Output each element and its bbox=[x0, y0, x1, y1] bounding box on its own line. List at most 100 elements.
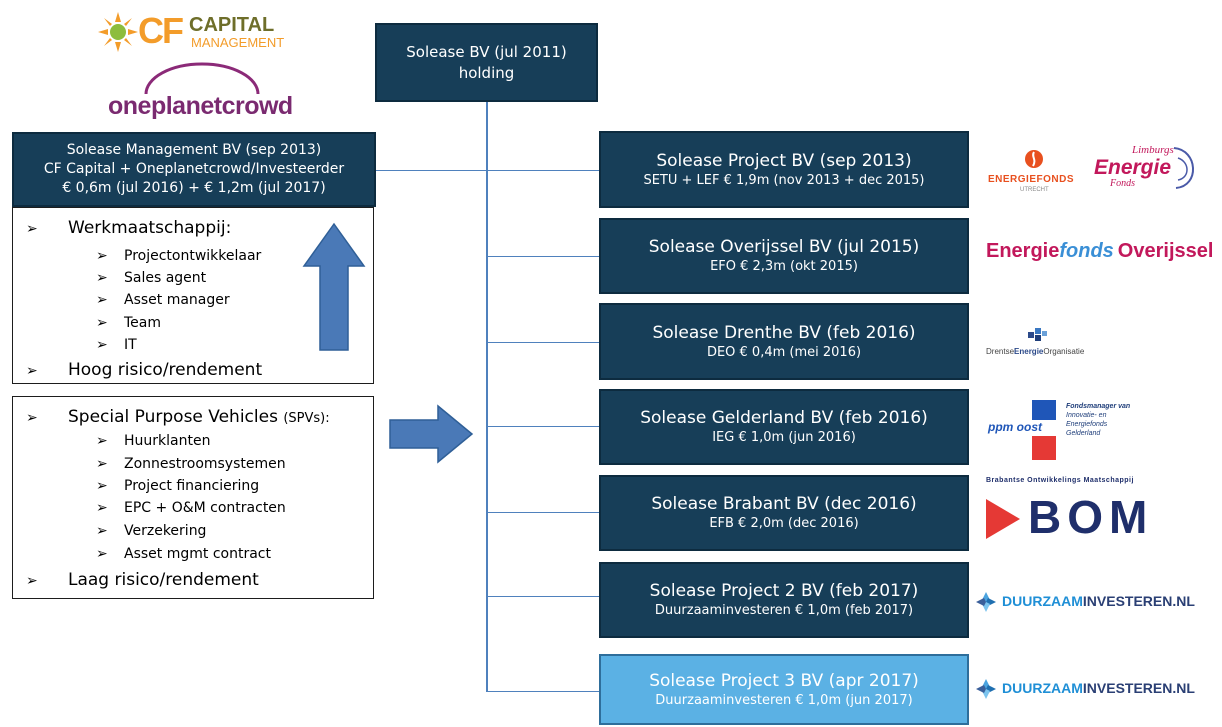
branch-line bbox=[486, 170, 601, 171]
energie-text: Energie bbox=[1094, 156, 1172, 179]
bom-triangle-icon bbox=[986, 499, 1020, 539]
ppm-tagline-line: Energiefonds bbox=[1066, 421, 1108, 428]
werk-heading: ➢Werkmaatschappij: bbox=[26, 218, 231, 239]
spv-heading: ➢Special Purpose Vehicles (SPVs): bbox=[26, 407, 330, 429]
werkmaatschappij-panel bbox=[12, 207, 374, 384]
management-title: Solease Management BV (sep 2013) bbox=[66, 142, 322, 158]
energiefonds-text: ENERGIEFONDS bbox=[988, 174, 1075, 185]
bom-text: BOM bbox=[1028, 491, 1154, 543]
bom-logo: Brabantse Ontwikkelings Maatschappij BOM bbox=[986, 477, 1176, 543]
energiefonds-utrecht-logo: ENERGIEFONDS UTRECHT bbox=[986, 148, 1090, 196]
arrow-bullet-icon: ➢ bbox=[96, 478, 108, 494]
werk-footer: ➢Hoog risico/rendement bbox=[26, 360, 262, 381]
subsidiary-box: Solease Project 2 BV (feb 2017) Duurzaam… bbox=[599, 562, 969, 638]
spv-item: ➢ Project financiering bbox=[96, 477, 259, 495]
werk-item: ➢ Projectontwikkelaar bbox=[96, 247, 261, 265]
arrow-bullet-icon: ➢ bbox=[26, 573, 38, 589]
spv-footer-text: Laag risico/rendement bbox=[68, 570, 259, 590]
limburgs-energie-fonds-logo: Limburgs Energie Fonds bbox=[1094, 140, 1202, 196]
cf-capital-logo: CF CAPITAL MANAGEMENT bbox=[98, 8, 288, 54]
duurzaam-investeren-logo: DUURZAAMINVESTEREN.NL bbox=[974, 675, 1214, 703]
subsidiary-funding: EFB € 2,0m (dec 2016) bbox=[709, 516, 859, 531]
cf-logo-capital: CAPITAL bbox=[189, 14, 275, 36]
spv-item-label: Project financiering bbox=[124, 478, 260, 494]
werk-item-label: Team bbox=[124, 315, 162, 331]
oneplanetcrowd-text: oneplanetcrowd bbox=[108, 92, 293, 120]
drentse-text: Drentse bbox=[986, 347, 1015, 356]
spv-item: ➢Huurklanten bbox=[96, 432, 210, 450]
drentse-organisatie-text: Organisatie bbox=[1043, 347, 1085, 356]
werk-item: ➢Asset manager bbox=[96, 291, 230, 309]
spv-item: ➢EPC + O&M contracten bbox=[96, 499, 286, 517]
ppm-red-square-icon bbox=[1032, 436, 1056, 460]
spv-item-label: Verzekering bbox=[124, 523, 207, 539]
overijssel-name: Overijssel bbox=[1117, 240, 1214, 262]
subsidiary-title: Solease Project 2 BV (feb 2017) bbox=[649, 581, 919, 601]
werk-item: ➢IT bbox=[96, 336, 137, 354]
cf-logo-letters: CF bbox=[138, 10, 184, 51]
duurzaam-star-icon bbox=[976, 592, 996, 612]
werk-item-label: Asset manager bbox=[124, 292, 230, 308]
investeren-text: INVESTEREN.NL bbox=[1082, 593, 1195, 609]
subsidiary-title: Solease Drenthe BV (feb 2016) bbox=[652, 322, 916, 343]
spv-item-label: Zonnestroomsystemen bbox=[124, 456, 286, 472]
subsidiary-funding: IEG € 1,0m (jun 2016) bbox=[712, 430, 856, 445]
bom-tagline: Brabantse Ontwikkelings Maatschappij bbox=[986, 477, 1134, 484]
arrow-bullet-icon: ➢ bbox=[96, 523, 108, 539]
arrow-bullet-icon: ➢ bbox=[96, 500, 108, 516]
management-owners: CF Capital + Oneplanetcrowd/Investeerder bbox=[43, 161, 345, 177]
limburgs-text: Limburgs bbox=[1132, 144, 1174, 156]
branch-line bbox=[486, 342, 601, 343]
ppm-oost-logo: ppm oost Fondsmanager van Innovatie- en … bbox=[986, 398, 1130, 464]
ppm-tagline: Fondsmanager van Innovatie- en Energiefo… bbox=[1066, 402, 1130, 438]
subsidiary-funding: SETU + LEF € 1,9m (nov 2013 + dec 2015) bbox=[643, 172, 925, 188]
spv-heading-text: Special Purpose Vehicles bbox=[68, 407, 278, 427]
arrow-bullet-icon: ➢ bbox=[96, 315, 108, 331]
branch-line bbox=[486, 596, 601, 597]
duurzaam-star-icon bbox=[976, 679, 996, 699]
branch-line bbox=[486, 512, 601, 513]
ppm-tagline-line: Fondsmanager van bbox=[1066, 403, 1131, 410]
spv-item: ➢ Verzekering bbox=[96, 522, 206, 540]
subsidiary-box: Solease Overijssel BV (jul 2015) EFO € 2… bbox=[599, 218, 969, 294]
duurzaam-text: DUURZAAM bbox=[1002, 593, 1083, 609]
werk-item-label: Sales agent bbox=[124, 270, 207, 286]
oneplanet-arc-icon bbox=[144, 62, 260, 95]
werk-item: ➢ Sales agent bbox=[96, 269, 206, 287]
werk-item: ➢ Team bbox=[96, 314, 161, 332]
overijssel-energie: Energie bbox=[986, 240, 1060, 262]
up-arrow-icon bbox=[302, 222, 366, 351]
spv-panel bbox=[12, 396, 374, 599]
subsidiary-funding: EFO € 2,3m (okt 2015) bbox=[710, 259, 858, 274]
arrow-bullet-icon: ➢ bbox=[96, 248, 108, 264]
subsidiary-box: Solease Drenthe BV (feb 2016) DEO € 0,4m… bbox=[599, 303, 969, 380]
werk-item-label: Projectontwikkelaar bbox=[124, 248, 262, 264]
duurzaam-text: DUURZAAM bbox=[1002, 680, 1083, 696]
energiefonds-city: UTRECHT bbox=[1020, 187, 1049, 193]
ppm-tagline-line: Gelderland bbox=[1066, 430, 1101, 437]
holding-box: Solease BV (jul 2011) holding bbox=[375, 23, 598, 102]
spv-item: ➢Asset mgmt contract bbox=[96, 545, 271, 563]
subsidiary-title: Solease Overijssel BV (jul 2015) bbox=[648, 237, 920, 257]
ppm-oost-text: ppm oost bbox=[988, 420, 1042, 434]
arrow-bullet-icon: ➢ bbox=[96, 433, 108, 449]
energiefonds-flame-icon bbox=[1025, 150, 1043, 168]
drentse-energie-text: Energie bbox=[1014, 347, 1044, 356]
arrow-bullet-icon: ➢ bbox=[96, 337, 108, 353]
subsidiary-funding: Duurzaaminvesteren € 1,0m (jun 2017) bbox=[655, 692, 913, 708]
werk-footer-text: Hoog risico/rendement bbox=[68, 360, 263, 380]
right-arrow-icon bbox=[389, 404, 474, 464]
arrow-bullet-icon: ➢ bbox=[96, 270, 108, 286]
investeren-text: INVESTEREN.NL bbox=[1082, 680, 1195, 696]
ppm-tagline-line: Innovatie- en bbox=[1066, 412, 1107, 419]
subsidiary-box: Solease Project BV (sep 2013) SETU + LEF… bbox=[599, 131, 969, 208]
subsidiary-box: Solease Gelderland BV (feb 2016) IEG € 1… bbox=[599, 389, 969, 465]
werk-heading-text: Werkmaatschappij: bbox=[68, 218, 232, 238]
subsidiary-title: Solease Project 3 BV (apr 2017) bbox=[649, 670, 919, 691]
management-box: Solease Management BV (sep 2013) CF Capi… bbox=[12, 132, 376, 207]
spv-item: ➢ Zonnestroomsystemen bbox=[96, 455, 286, 473]
arrow-bullet-icon: ➢ bbox=[96, 456, 108, 472]
subsidiary-funding: DEO € 0,4m (mei 2016) bbox=[706, 344, 862, 360]
cf-logo-management: MANAGEMENT bbox=[191, 35, 285, 50]
drentse-mosaic-icon bbox=[1028, 328, 1047, 341]
